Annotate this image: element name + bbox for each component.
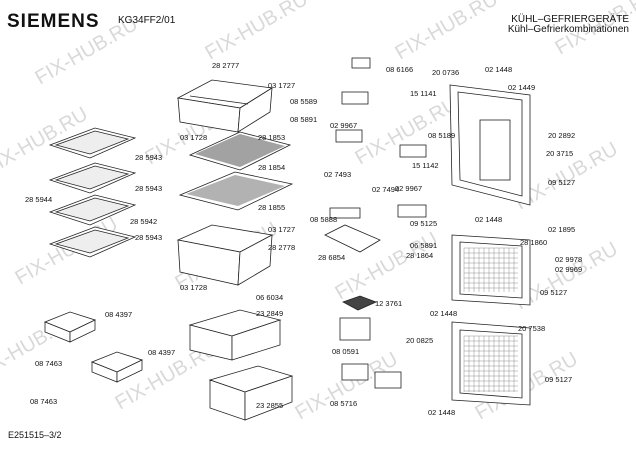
glass-shelves-illustration (48, 127, 137, 258)
part-number-label: 03 1728 (180, 133, 207, 142)
part-number-label: 02 1449 (508, 83, 535, 92)
part-number-label: 08 5716 (330, 399, 357, 408)
crisper-drawer-illustration (176, 224, 274, 286)
part-number-label: 20 7538 (518, 324, 545, 333)
part-number-label: 28 1860 (520, 238, 547, 247)
model-number: KG34FF2/01 (118, 15, 176, 26)
part-number-label: 02 1448 (475, 215, 502, 224)
part-number-label: 20 3715 (546, 149, 573, 158)
fridge-door-illustration (449, 84, 531, 206)
part-number-label: 09 5125 (410, 219, 437, 228)
part-number-label: 28 5943 (135, 233, 162, 242)
category-subtitle: Kühl–Gefrierkombinationen (507, 24, 629, 35)
part-number-label: 02 9967 (330, 121, 357, 130)
part-number-label: 08 5189 (428, 131, 455, 140)
part-number-label: 02 9978 (555, 255, 582, 264)
door-bins-illustration (324, 57, 427, 253)
door-grid-pattern (463, 247, 518, 392)
lower-drawers-illustration (188, 309, 294, 421)
part-number-label: 02 9967 (395, 184, 422, 193)
part-labels: 28 2777 03 1727 03 1728 28 1853 28 1854 28 18… (25, 61, 582, 417)
part-number-label: 03 1727 (268, 81, 295, 90)
part-number-label: 02 1448 (428, 408, 455, 417)
watermark-text: FIX-HUB.RU (202, 0, 312, 64)
part-number-label: 20 0825 (406, 336, 433, 345)
part-number-label: 02 1448 (430, 309, 457, 318)
part-number-label: 28 2778 (268, 243, 295, 252)
part-number-label: 20 0736 (432, 68, 459, 77)
part-number-label: 08 4397 (105, 310, 132, 319)
watermark-text: FIX-HUB.RU (392, 0, 502, 64)
part-number-label: 08 0591 (332, 347, 359, 356)
part-number-label: 06 6034 (256, 293, 283, 302)
part-number-label: 06 5891 (410, 241, 437, 250)
grid-shelf-illustration (178, 131, 294, 211)
freezer-door-lower-illustration (451, 321, 531, 406)
part-number-label: 02 1895 (548, 225, 575, 234)
part-number-label: 09 5127 (540, 288, 567, 297)
part-number-label: 08 5891 (290, 115, 317, 124)
watermark-text: FIX-HUB.RU (12, 213, 122, 289)
part-number-label: 08 7463 (35, 359, 62, 368)
document-id: E251515–3/2 (8, 430, 62, 440)
part-number-label: 08 7463 (30, 397, 57, 406)
part-number-label: 08 5888 (310, 215, 337, 224)
part-number-label: 28 6854 (318, 253, 345, 262)
part-number-label: 28 1853 (258, 133, 285, 142)
part-number-label: 08 4397 (148, 348, 175, 357)
brand-logo: SIEMENS (7, 11, 100, 32)
part-number-label: 15 1141 (410, 89, 437, 98)
part-number-label: 08 5589 (290, 97, 317, 106)
freezer-door-upper-illustration (451, 234, 531, 306)
part-number-label: 02 9969 (555, 265, 582, 274)
part-number-label: 28 1855 (258, 203, 285, 212)
part-number-label: 28 2777 (212, 61, 239, 70)
part-number-label: 28 5942 (130, 217, 157, 226)
part-number-label: 28 1854 (258, 163, 285, 172)
part-number-label: 03 1728 (180, 283, 207, 292)
part-number-label: 02 1448 (485, 65, 512, 74)
egg-trays-illustration (43, 311, 144, 383)
part-number-label: 23 2849 (256, 309, 283, 318)
ice-tray-illustration (339, 295, 402, 389)
part-number-label: 28 1864 (406, 251, 433, 260)
part-number-label: 28 5943 (135, 153, 162, 162)
parts-illustration (43, 57, 531, 421)
part-number-label: 08 6166 (386, 65, 413, 74)
part-number-label: 28 5944 (25, 195, 52, 204)
part-number-label: 15 1142 (412, 161, 439, 170)
part-number-label: 20 2892 (548, 131, 575, 140)
category-title: KÜHL–GEFRIERGERÄTE (511, 14, 629, 25)
part-number-label: 28 5943 (135, 184, 162, 193)
part-number-label: 09 5127 (545, 375, 572, 384)
upper-drawer-illustration (176, 79, 274, 133)
part-number-label: 23 2855 (256, 401, 283, 410)
part-number-label: 03 1727 (268, 225, 295, 234)
part-number-label: 09 5127 (548, 178, 575, 187)
part-number-label: 12 3761 (375, 299, 402, 308)
part-number-label: 02 7494 (372, 185, 399, 194)
part-number-label: 02 7493 (324, 170, 351, 179)
